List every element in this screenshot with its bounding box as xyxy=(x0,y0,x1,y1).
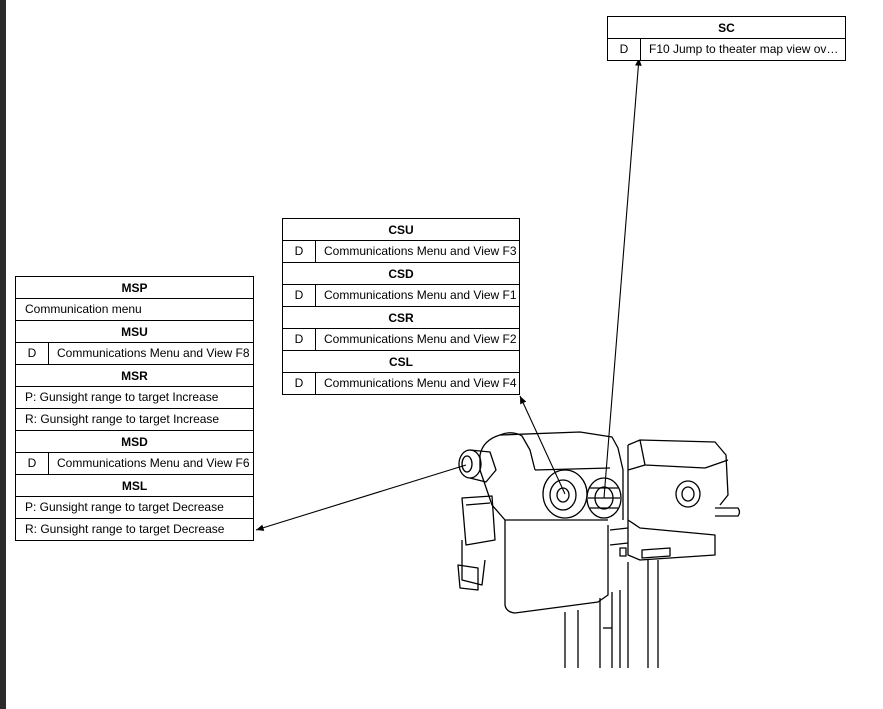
msr-title: MSR xyxy=(16,365,253,387)
csl-row-text: Communications Menu and View F4 xyxy=(324,376,517,390)
sc-row-text: F10 Jump to theater map view over... xyxy=(649,42,845,56)
csu-row-text: Communications Menu and View F3 xyxy=(324,244,517,258)
leader-cs xyxy=(519,395,566,495)
msp-row-text: Communication menu xyxy=(25,302,142,316)
csr-row-text: Communications Menu and View F2 xyxy=(324,332,517,346)
cs-box-group: CSU D Communications Menu and View F3 CS… xyxy=(282,218,520,395)
window-left-edge xyxy=(0,0,6,709)
msl-title: MSL xyxy=(16,475,253,497)
msr-row-press: P: Gunsight range to target Increase xyxy=(16,387,253,409)
csd-title: CSD xyxy=(283,263,519,285)
msr-row-release: R: Gunsight range to target Increase xyxy=(16,409,253,431)
msd-row-key: D xyxy=(16,453,49,474)
leader-lines xyxy=(255,57,642,531)
msd-row-text: Communications Menu and View F6 xyxy=(57,456,250,470)
ms-box-group: MSP Communication menu MSU D Communicati… xyxy=(15,276,254,541)
csd-row: D Communications Menu and View F1 xyxy=(283,285,519,307)
throttle-drawing xyxy=(457,431,741,668)
csu-title: CSU xyxy=(283,219,519,241)
csl-row: D Communications Menu and View F4 xyxy=(283,373,519,395)
msl-row-press-text: P: Gunsight range to target Decrease xyxy=(25,500,224,514)
sc-title: SC xyxy=(608,17,845,39)
sc-row-key: D xyxy=(608,39,641,60)
msl-row-release-text: R: Gunsight range to target Decrease xyxy=(25,522,225,536)
msu-title: MSU xyxy=(16,321,253,343)
sc-row: D F10 Jump to theater map view over... xyxy=(608,39,845,61)
msp-title: MSP xyxy=(16,277,253,299)
msd-title: MSD xyxy=(16,431,253,453)
msl-row-release: R: Gunsight range to target Decrease xyxy=(16,519,253,541)
csr-title: CSR xyxy=(283,307,519,329)
msu-row-key: D xyxy=(16,343,49,364)
msr-row-release-text: R: Gunsight range to target Increase xyxy=(25,412,220,426)
sc-box: SC D F10 Jump to theater map view over..… xyxy=(607,16,846,61)
msr-row-press-text: P: Gunsight range to target Increase xyxy=(25,390,219,404)
msd-row: D Communications Menu and View F6 xyxy=(16,453,253,475)
csl-row-key: D xyxy=(283,373,316,394)
csu-row-key: D xyxy=(283,241,316,262)
csd-row-text: Communications Menu and View F1 xyxy=(324,288,517,302)
csl-title: CSL xyxy=(283,351,519,373)
msu-row: D Communications Menu and View F8 xyxy=(16,343,253,365)
csd-row-key: D xyxy=(283,285,316,306)
csr-row: D Communications Menu and View F2 xyxy=(283,329,519,351)
msl-row-press: P: Gunsight range to target Decrease xyxy=(16,497,253,519)
msp-row: Communication menu xyxy=(16,299,253,321)
leader-ms xyxy=(255,464,467,531)
msu-row-text: Communications Menu and View F8 xyxy=(57,346,250,360)
leader-sc xyxy=(603,57,642,499)
csu-row: D Communications Menu and View F3 xyxy=(283,241,519,263)
csr-row-key: D xyxy=(283,329,316,350)
